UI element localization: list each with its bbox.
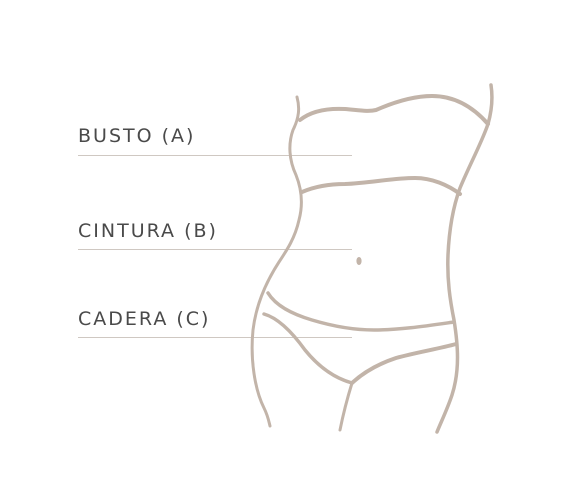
bust-guide-line <box>78 155 352 156</box>
inner-thigh-line <box>338 381 354 432</box>
waist-guide-line <box>78 249 352 250</box>
hip-line <box>266 291 456 332</box>
brief-left-leg-line <box>262 312 354 385</box>
torso-right-contour <box>435 83 494 434</box>
hip-guide-line <box>78 337 352 338</box>
waist-label: CINTURA (B) <box>78 220 218 242</box>
bust-label: BUSTO (A) <box>78 125 196 147</box>
hip-label: CADERA (C) <box>78 308 211 330</box>
torso-left-contour <box>250 95 303 428</box>
bust-bottom-line <box>300 176 462 196</box>
bust-top-line <box>298 94 490 126</box>
navel-mark <box>356 257 362 265</box>
brief-right-leg-line <box>350 342 458 385</box>
